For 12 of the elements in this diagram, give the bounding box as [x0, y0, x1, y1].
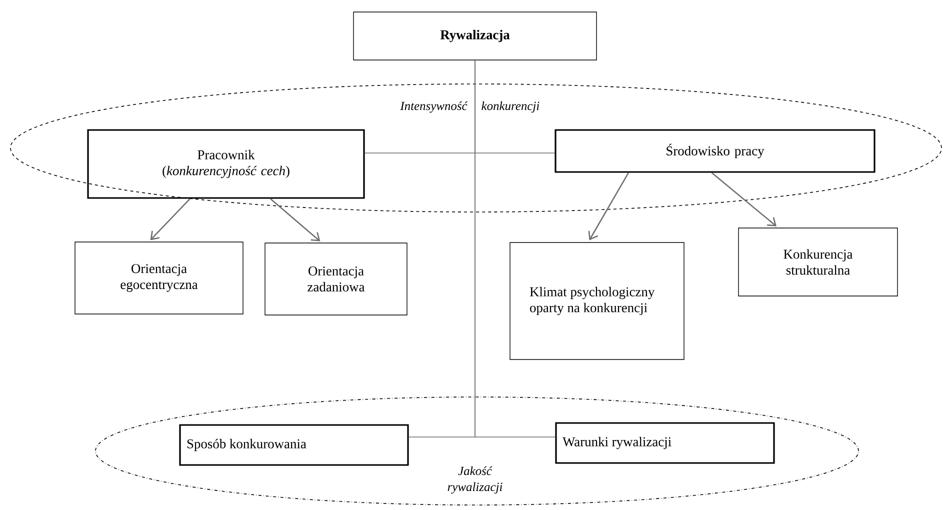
connector-line [474, 60, 556, 438]
text-box: Sposób konkurowania [179, 424, 409, 466]
text-box: Orientacja zadaniowa [264, 242, 408, 316]
text-box: Klimat psychologiczny oparty na konkurencji [510, 242, 684, 360]
arrow [711, 172, 777, 226]
text-box: Środowisko pracy [554, 129, 876, 173]
text-box: Warunki rywalizacji [555, 422, 775, 464]
text-box: Konkurencja strukturalna [738, 228, 898, 296]
text-box: Rywalizacja [353, 12, 597, 60]
text-box: Orientacja egocentryczna [74, 242, 244, 314]
arrow [588, 172, 629, 240]
arrow [150, 198, 190, 240]
